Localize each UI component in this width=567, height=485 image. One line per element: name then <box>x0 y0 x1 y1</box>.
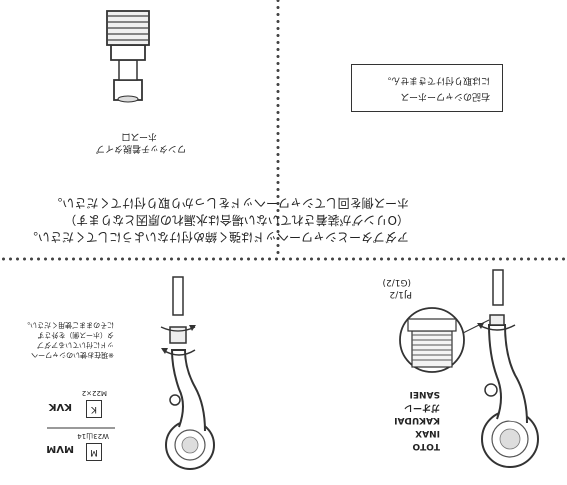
adapter-caption-line-2: ホース口 <box>121 131 157 141</box>
adapter-caption-line-1: ワンタッチ着脱タイプ <box>95 143 186 153</box>
